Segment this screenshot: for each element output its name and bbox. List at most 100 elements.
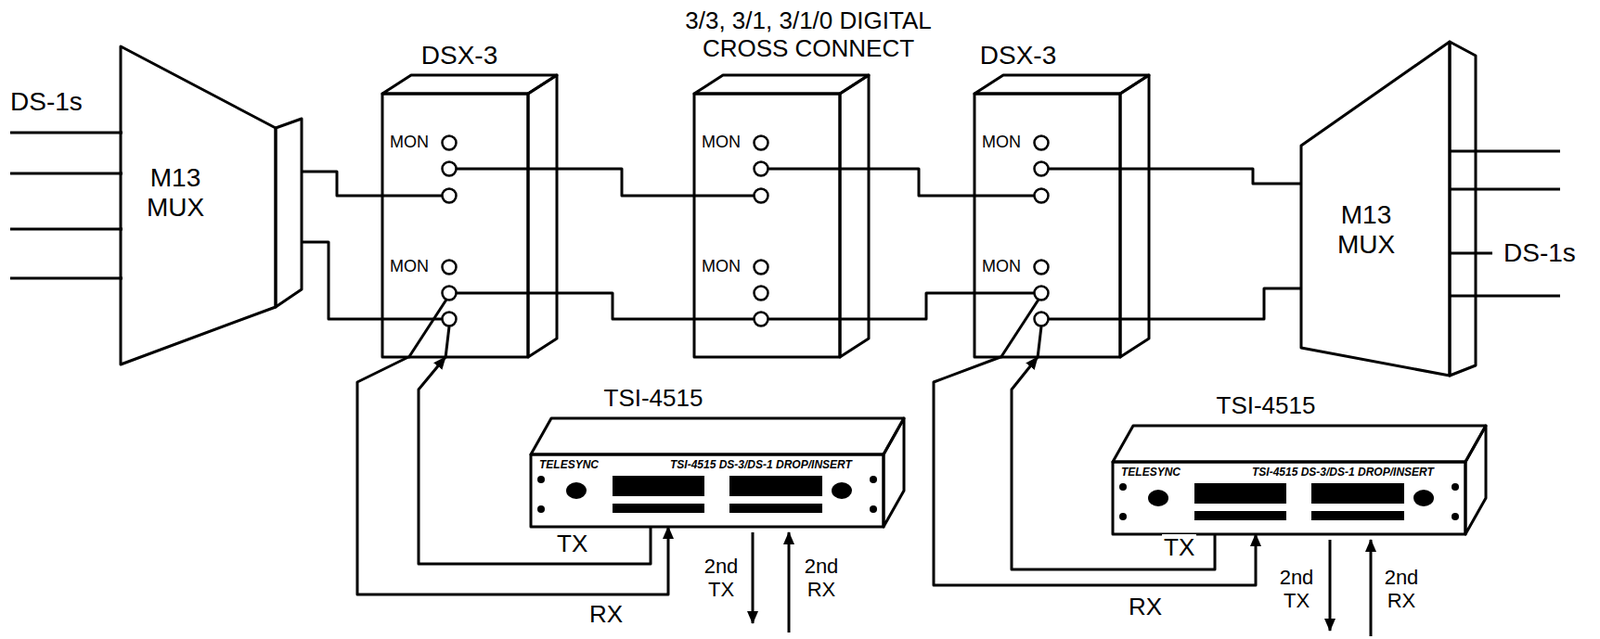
drop-insert-unit: TSI-4515TELESYNCTSI-4515 DS-3/DS-1 DROP/… <box>530 418 904 528</box>
mux-side <box>275 118 302 308</box>
wire-label: TX <box>1161 534 1197 563</box>
chassis-top <box>530 418 904 455</box>
port-arrow <box>1329 540 1332 632</box>
dsx-cable <box>1148 168 1302 184</box>
port-label: 2nd RX <box>798 554 845 603</box>
dsx-cable <box>556 168 695 196</box>
patch-jack <box>754 260 769 275</box>
panel-name: DSX-3 <box>403 40 516 71</box>
dsx-panel: DSX-3MONMON <box>382 75 557 358</box>
cross-connect-title: 3/3, 3/1, 3/1/0 DIGITAL CROSS CONNECT <box>641 7 976 64</box>
signal-wire <box>933 357 1256 586</box>
unit-name: TSI-4515 <box>1210 392 1322 421</box>
port-label: 2nd RX <box>1378 566 1425 614</box>
multiplexer: M13 MUX <box>120 46 302 365</box>
wire-label: RX <box>587 601 625 630</box>
mux-name: M13 MUX <box>1319 200 1413 260</box>
cross-connect: 3/3, 3/1, 3/1/0 DIGITAL CROSS CONNECTMON… <box>694 75 869 358</box>
ds1-line <box>1449 295 1561 298</box>
patch-jack <box>1034 189 1049 204</box>
cabinet-side <box>528 75 557 358</box>
connector-slot <box>1194 511 1287 521</box>
wire-label: TX <box>554 530 590 559</box>
patch-jack <box>1034 286 1049 301</box>
dsx-cable <box>301 171 383 196</box>
jack-wire <box>1000 299 1039 359</box>
monitor-label: MON <box>981 132 1033 153</box>
monitor-label: MON <box>701 132 752 153</box>
patch-jack <box>442 286 457 301</box>
dsx-cable <box>868 168 975 196</box>
panel-screw <box>537 505 545 514</box>
panel-knob <box>1148 490 1169 507</box>
jack-wire <box>767 167 869 171</box>
patch-jack <box>442 312 457 327</box>
connector-slot <box>1311 511 1405 521</box>
jack-wire <box>1047 167 1149 171</box>
patch-jack <box>1034 260 1049 275</box>
jack-stubs <box>382 168 1149 359</box>
jack-wire <box>455 292 557 296</box>
brand-label: TELESYNC <box>539 459 623 473</box>
patch-jack <box>754 312 769 327</box>
dsx-cable <box>301 242 383 320</box>
wire-label: RX <box>1126 593 1164 622</box>
brand-label: TELESYNC <box>1121 466 1205 480</box>
monitor-label: MON <box>701 257 752 277</box>
multiplexer: M13 MUX <box>1301 40 1476 383</box>
chassis-side <box>883 418 904 528</box>
patch-jack <box>1034 312 1049 327</box>
panel-knob <box>831 482 852 500</box>
model-label: TSI-4515 DS-3/DS-1 DROP/INSERT <box>670 459 898 473</box>
jack-wire <box>974 194 1035 198</box>
connector-slot <box>1311 483 1405 504</box>
patch-jack <box>442 260 457 275</box>
monitor-label: MON <box>389 132 440 153</box>
panel-screw <box>1119 483 1127 491</box>
unit-name: TSI-4515 <box>597 385 710 413</box>
panel-screw <box>869 505 878 514</box>
jack-wire <box>767 318 869 322</box>
patch-jack <box>754 162 769 177</box>
cabinet-front <box>694 93 840 358</box>
dsx-cable <box>1148 288 1302 320</box>
panel-screw <box>869 476 878 484</box>
patch-jack <box>754 286 769 301</box>
drop-insert-unit-outline <box>1112 425 1486 535</box>
port-label: 2nd TX <box>1273 566 1320 614</box>
dsx-panel-outline <box>382 75 557 358</box>
ds1-line <box>1449 252 1493 256</box>
patch-jack <box>1034 136 1049 151</box>
ds1-line <box>10 131 123 135</box>
panel-knob <box>1413 490 1434 507</box>
connector-slot <box>1194 483 1287 504</box>
chassis-top <box>1112 425 1486 463</box>
monitor-label: MON <box>389 257 440 277</box>
dsx-panel: DSX-3MONMON <box>974 75 1149 358</box>
dsx-panel-outline <box>974 75 1149 358</box>
jack-wire <box>694 194 755 198</box>
connector-slot <box>612 503 705 514</box>
port-arrow <box>787 532 791 633</box>
ds1-line <box>10 228 123 232</box>
mux-front <box>1301 41 1450 376</box>
signal-label: DS-1s <box>1503 238 1576 269</box>
chassis-side <box>1465 425 1486 535</box>
model-label: TSI-4515 DS-3/DS-1 DROP/INSERT <box>1251 466 1480 480</box>
jack-wire <box>694 318 755 322</box>
monitor-label: MON <box>981 257 1033 277</box>
jack-wire <box>455 167 557 171</box>
ds1-line <box>1449 188 1561 192</box>
connector-slot <box>612 476 705 497</box>
ds1-line <box>10 172 123 176</box>
connector-slot <box>729 476 823 497</box>
cross-connect-outline <box>694 75 869 358</box>
patch-jack <box>442 189 457 204</box>
panel-screw <box>1451 483 1459 491</box>
jack-wire <box>974 292 1035 296</box>
ds1-lines <box>10 132 1561 297</box>
port-arrow <box>1369 540 1373 637</box>
